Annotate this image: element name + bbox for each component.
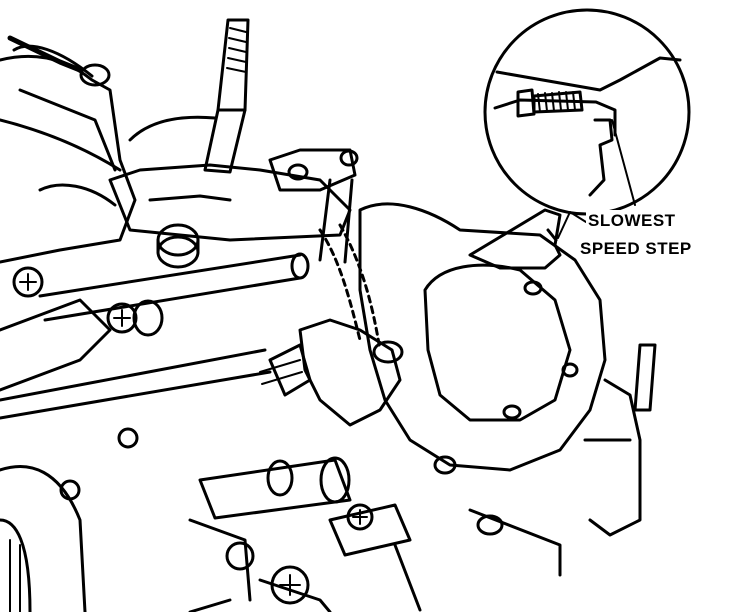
choke-housing bbox=[318, 202, 607, 475]
throttle-shaft bbox=[0, 252, 310, 420]
bottom-screws bbox=[188, 565, 310, 612]
lower-linkage bbox=[188, 456, 422, 612]
callout-label-line1: SLOWEST bbox=[586, 210, 678, 231]
throttle-lever bbox=[259, 178, 404, 427]
callout-label-line2: SPEED STEP bbox=[578, 238, 694, 259]
fast-idle-cam bbox=[468, 208, 562, 270]
left-screws bbox=[0, 266, 164, 612]
detail-magnifier bbox=[483, 8, 691, 216]
leader-line bbox=[557, 211, 587, 239]
throttle-body-top bbox=[108, 148, 359, 269]
upper-left-housing bbox=[0, 35, 217, 264]
right-bracket bbox=[468, 343, 657, 577]
top-stud bbox=[203, 18, 250, 174]
